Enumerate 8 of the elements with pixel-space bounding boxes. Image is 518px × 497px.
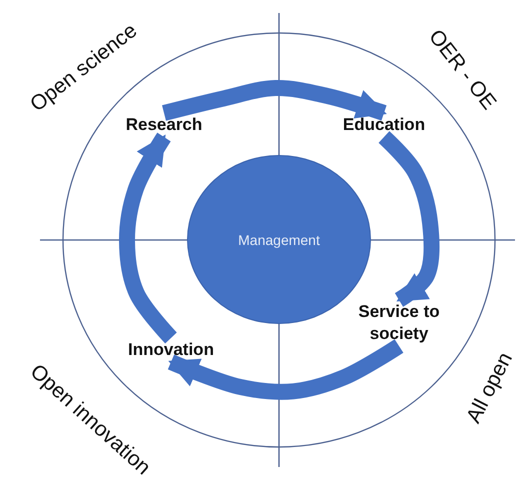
curved-arrow [162,80,387,121]
quadrant-label: All open [462,348,518,428]
curved-arrow [378,131,440,307]
node-label: Research [118,113,210,137]
node-label: Service to society [340,300,458,346]
curved-arrow [119,132,177,344]
node-label: Education [338,113,430,137]
node-label: Innovation [120,338,222,362]
